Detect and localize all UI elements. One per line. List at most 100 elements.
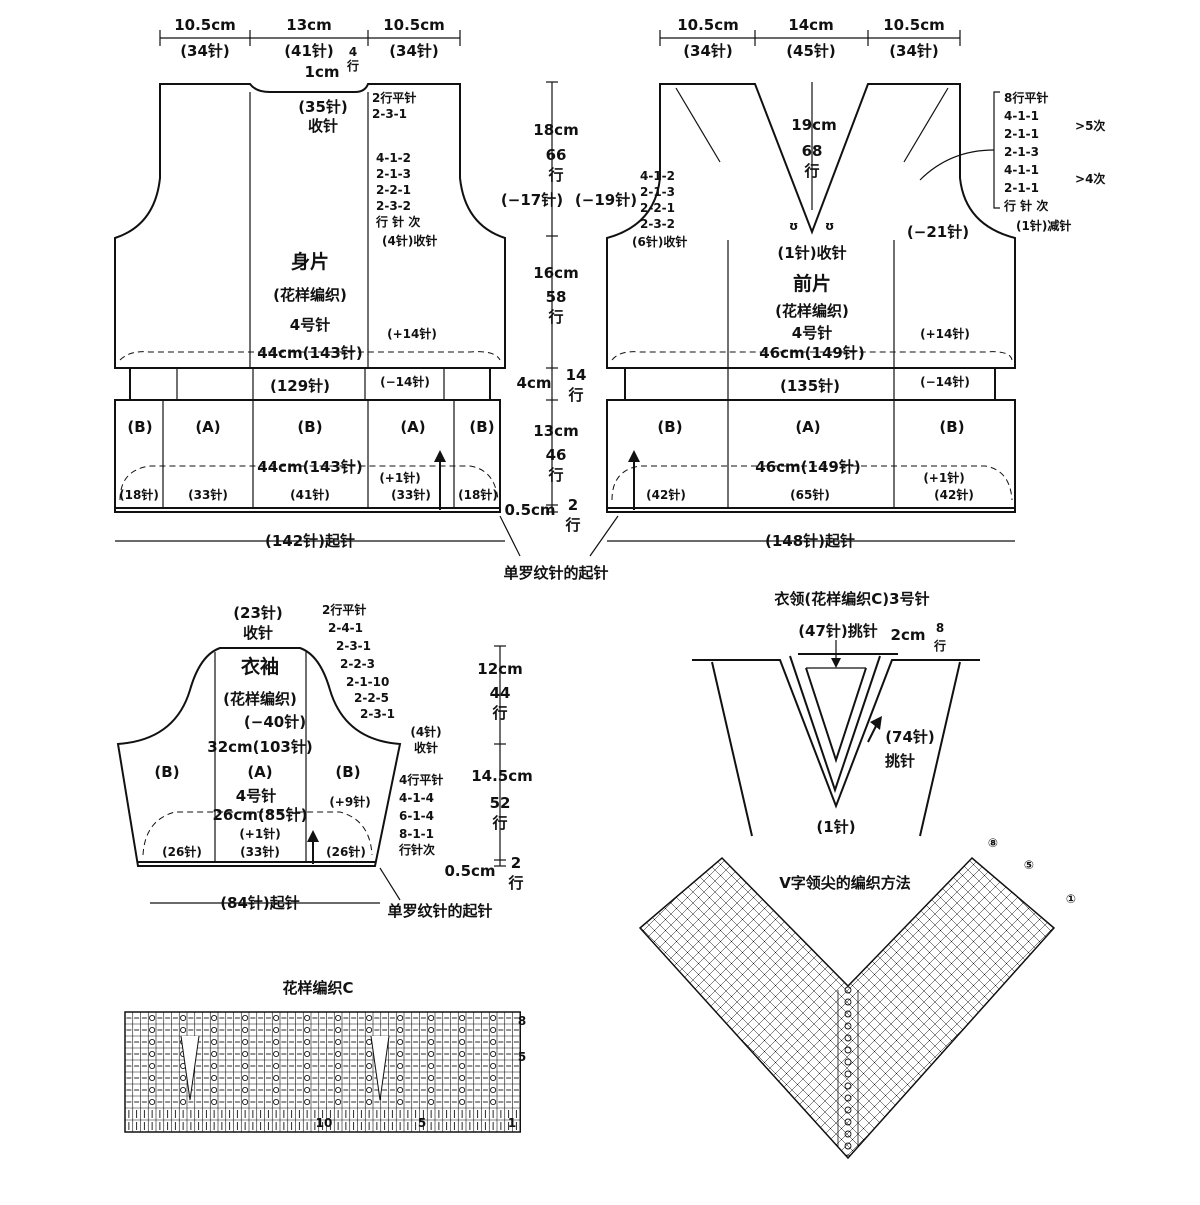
front-width-mid: 14cm xyxy=(788,16,833,34)
back-width-left: 10.5cm xyxy=(174,16,236,34)
front-v-rows: 68 xyxy=(802,142,823,160)
sleeve-length-3: 0.5cm xyxy=(444,862,495,880)
rows-1: 66 xyxy=(546,146,567,164)
rows-5-unit: 行 xyxy=(564,516,580,534)
sleeve-cast-on: (84针)起针 xyxy=(220,894,300,912)
length-3: 4cm xyxy=(517,374,552,392)
back-stitches-right: (34针) xyxy=(389,42,439,60)
back-width-right: 10.5cm xyxy=(383,16,445,34)
back-stitches-left: (34针) xyxy=(180,42,230,60)
back-panel-4: (A) xyxy=(400,418,425,436)
sleeve-rows-2-unit: 行 xyxy=(491,814,507,832)
front-armhole-dec-right: (−21针) xyxy=(907,223,969,241)
sleeve-rows-1: 44 xyxy=(490,684,511,702)
sleeve-rib-label: 单罗纹针的起针 xyxy=(387,902,492,920)
back-armhole-shaping-4: 2-3-2 xyxy=(376,199,411,213)
front-center-bind: (1针)收针 xyxy=(777,244,846,262)
front-panel-1: (B) xyxy=(657,418,682,436)
sleeve-side-inc: (+9针) xyxy=(329,794,370,809)
collar-center: (1针) xyxy=(816,818,855,836)
back-panel-2: (A) xyxy=(195,418,220,436)
front-armhole-shaping-4: 2-3-2 xyxy=(640,217,675,231)
sleeve-side-bind-label: 收针 xyxy=(414,740,438,755)
rows-3-unit: 行 xyxy=(567,386,583,404)
back-waist-stitches: (129针) xyxy=(270,377,330,395)
back-panel-5: (B) xyxy=(469,418,494,436)
sleeve-cap-shaping-2: 2-4-1 xyxy=(328,621,363,635)
back-cast-on: (142针)起针 xyxy=(265,532,355,550)
back-neck-bind-label: 收针 xyxy=(308,117,338,135)
front-repeat-5: >5次 xyxy=(1075,118,1105,133)
front-panel-3: (B) xyxy=(939,418,964,436)
sleeve-hem-3: (26针) xyxy=(326,844,366,859)
rows-2-unit: 行 xyxy=(547,308,563,326)
chart-c-col-mark-1: 1 xyxy=(508,1116,516,1130)
front-neck-shaping-7: 行 针 次 xyxy=(1003,198,1048,213)
front-hem-3: (42针) xyxy=(934,487,974,502)
chart-c-col-mark-10: 10 xyxy=(316,1116,333,1130)
front-neck-shaping-5: 4-1-1 xyxy=(1004,163,1039,177)
back-hem-1: (18针) xyxy=(119,487,159,502)
back-hem-2: (33针) xyxy=(188,487,228,502)
front-piece: 10.5cm 14cm 10.5cm (34针) (45针) (34针) 19c… xyxy=(575,16,1106,550)
length-1: 18cm xyxy=(533,121,578,139)
back-hem-3: (41针) xyxy=(290,487,330,502)
back-armhole-dec: (−17针) xyxy=(501,191,563,209)
front-neck-shaping-4: 2-1-3 xyxy=(1004,145,1039,159)
back-hem-5: (18针) xyxy=(458,487,498,502)
chart-c-row-mark-5: 5 xyxy=(518,1050,526,1064)
back-armhole-bind: (4针)收针 xyxy=(382,233,437,248)
length-dimensions: 18cm 66 行 16cm 58 行 4cm 14 行 13cm 46 行 0… xyxy=(499,81,619,582)
front-hem-1: (42针) xyxy=(646,487,686,502)
sleeve-lower-width: 26cm(85针) xyxy=(213,806,308,824)
sleeve-cap-shaping-4: 2-2-3 xyxy=(340,657,375,671)
back-armhole-shaping-3: 2-2-1 xyxy=(376,183,411,197)
sleeve-side-shaping-4: 8-1-1 xyxy=(399,827,434,841)
sleeve-cap-dec: (−40针) xyxy=(244,713,306,731)
back-waist-dec: (−14针) xyxy=(380,374,430,389)
collar-pickup-side: (74针) xyxy=(885,728,935,746)
collar-outline-top xyxy=(692,659,980,809)
front-armhole-shaping-2: 2-1-3 xyxy=(640,185,675,199)
front-stitches-left: (34针) xyxy=(683,42,733,60)
collar-piece: 衣领(花样编织C)3号针 (47针)挑针 2cm 8 行 (74针) 挑针 (1… xyxy=(692,590,980,837)
back-panel-1: (B) xyxy=(127,418,152,436)
back-lower-width: 44cm(143针) xyxy=(257,458,362,476)
front-v-rows-unit: 行 xyxy=(803,162,819,180)
sleeve-top-bind: (23针) xyxy=(233,604,283,622)
back-outline xyxy=(114,83,506,513)
v-tip-frame xyxy=(638,856,1056,1160)
chart-c-grid xyxy=(124,1011,521,1133)
front-tip-marker-left: ʊ xyxy=(789,219,798,233)
collar-band-outer xyxy=(789,655,881,794)
sleeve-outline xyxy=(116,647,402,867)
sleeve-top-bind-label: 收针 xyxy=(243,624,273,642)
sleeve-cap-shaping-7: 2-3-1 xyxy=(360,707,395,721)
front-hem-2: (65针) xyxy=(790,487,830,502)
front-upper-inc: (+14针) xyxy=(920,326,970,341)
sleeve-side-bind: (4针) xyxy=(410,724,441,739)
back-needle: 4号针 xyxy=(290,316,330,334)
sleeve-length-2: 14.5cm xyxy=(471,767,533,785)
front-cast-on: (148针)起针 xyxy=(765,532,855,550)
back-lower-inc: (+1针) xyxy=(379,470,420,485)
rows-5: 2 xyxy=(568,496,578,514)
chart-c: 花样编织C 8 5 10 5 1 xyxy=(124,979,526,1133)
rows-2: 58 xyxy=(546,288,567,306)
sleeve-rows-3: 2 xyxy=(511,854,521,872)
sleeve-rows-2: 52 xyxy=(490,794,511,812)
sleeve-cap-shaping-6: 2-2-5 xyxy=(354,691,389,705)
sleeve-length-1: 12cm xyxy=(477,660,522,678)
front-armhole-bind: (6针)收针 xyxy=(632,234,687,249)
back-armhole-shaping-1: 4-1-2 xyxy=(376,151,411,165)
v-tip-marker-1: ① xyxy=(1066,892,1076,906)
sleeve-side-shaping-3: 6-1-4 xyxy=(399,809,434,823)
sleeve-rows-1-unit: 行 xyxy=(491,704,507,722)
sleeve-needle: 4号针 xyxy=(236,787,276,805)
front-lower-width: 46cm(149针) xyxy=(755,458,860,476)
sleeve-cap-shaping-3: 2-3-1 xyxy=(336,639,371,653)
back-neck-bind: (35针) xyxy=(298,98,348,116)
collar-band-inner xyxy=(805,667,867,764)
